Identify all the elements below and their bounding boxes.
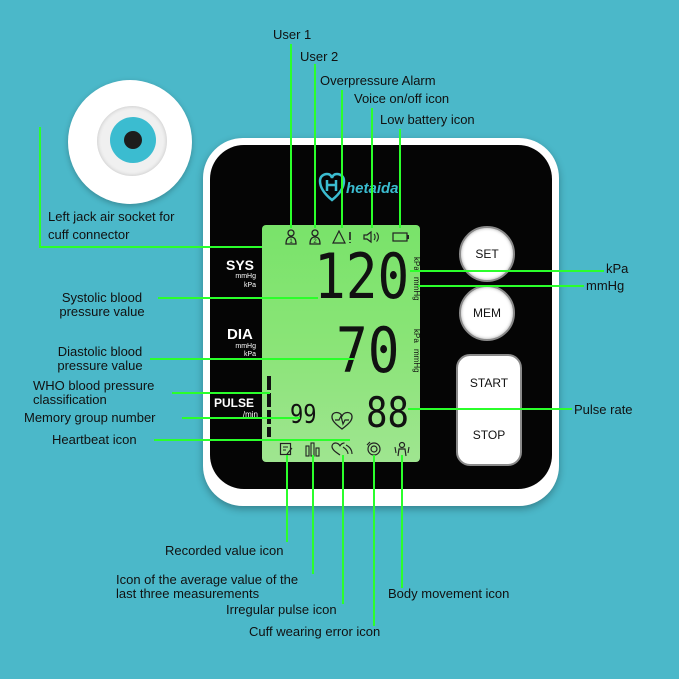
body-movement-icon	[394, 441, 410, 457]
label-jack-1: Left jack air socket for	[48, 209, 175, 224]
sys-label: SYS	[226, 257, 255, 273]
label-average-2: last three measurements	[116, 586, 260, 601]
label-battery: Low battery icon	[380, 112, 475, 127]
dia-unit-mmhg: mmHg	[235, 343, 256, 350]
diastolic-value: 70	[336, 314, 400, 387]
label-mmhg: mmHg	[586, 278, 625, 293]
label-diastolic-2: pressure value	[57, 358, 143, 373]
overpressure-alarm-icon	[332, 230, 351, 244]
label-jack-2: cuff connector	[48, 227, 130, 242]
svg-text:2: 2	[313, 239, 317, 245]
stop-label: STOP	[472, 428, 506, 442]
dia-label: DIA	[227, 326, 253, 343]
lcd-dia-kpa: kPa	[412, 329, 421, 343]
recorded-value-icon	[279, 442, 293, 456]
svg-text:1: 1	[289, 239, 293, 245]
lcd-sys-mmhg: mmHg	[412, 277, 421, 301]
label-recorded: Recorded value icon	[165, 543, 284, 558]
mem-button[interactable]: MEM	[459, 285, 515, 341]
label-who-2: classification	[33, 392, 107, 407]
line-jack	[39, 127, 262, 248]
low-battery-icon	[392, 232, 409, 242]
label-user2: User 2	[300, 49, 339, 64]
label-pulse-rate: Pulse rate	[574, 402, 633, 417]
label-systolic-2: pressure value	[59, 304, 145, 319]
pulse-label: PULSE	[214, 396, 255, 410]
lcd-sys-kpa: kPa	[412, 257, 421, 271]
label-user1: User 1	[273, 27, 312, 42]
lcd-display: 1 2 120 70 kPa mmHg kPa mmHg 99 88	[262, 225, 421, 462]
label-memory: Memory group number	[24, 410, 156, 425]
user-1-icon: 1	[285, 229, 297, 245]
label-who-1: WHO blood pressure	[33, 378, 155, 393]
dia-unit-kpa: kPa	[243, 351, 256, 358]
air-socket-hole	[124, 131, 142, 149]
user-2-icon: 2	[309, 229, 321, 245]
irregular-pulse-icon	[331, 442, 353, 456]
start-label: START	[469, 376, 509, 390]
lcd-dia-mmhg: mmHg	[412, 349, 421, 373]
label-irregular: Irregular pulse icon	[226, 602, 337, 617]
who-bar-4	[267, 427, 271, 437]
label-average-1: Icon of the average value of the	[116, 572, 299, 587]
label-voice: Voice on/off icon	[354, 91, 450, 106]
sys-unit-kpa: kPa	[243, 282, 256, 289]
memory-group-value: 99	[290, 400, 317, 430]
pulse-unit: /min	[242, 410, 258, 419]
label-body-movement: Body movement icon	[388, 586, 510, 601]
sys-unit-mmhg: mmHg	[235, 273, 256, 280]
label-systolic-1: Systolic blood	[61, 290, 143, 305]
heartbeat-icon	[331, 411, 353, 430]
label-overpressure: Overpressure Alarm	[320, 73, 436, 88]
label-cuff-error: Cuff wearing error icon	[249, 624, 381, 639]
label-diastolic-1: Diastolic blood	[57, 344, 143, 359]
heart-logo-icon	[318, 172, 346, 202]
who-bar-2	[267, 393, 271, 407]
set-button[interactable]: SET	[459, 226, 515, 282]
label-kpa: kPa	[606, 261, 629, 276]
pulse-value: 88	[366, 388, 409, 437]
who-bar-1	[267, 376, 271, 390]
label-heartbeat: Heartbeat icon	[52, 432, 137, 447]
voice-icon	[363, 230, 379, 244]
systolic-value: 120	[314, 240, 410, 313]
